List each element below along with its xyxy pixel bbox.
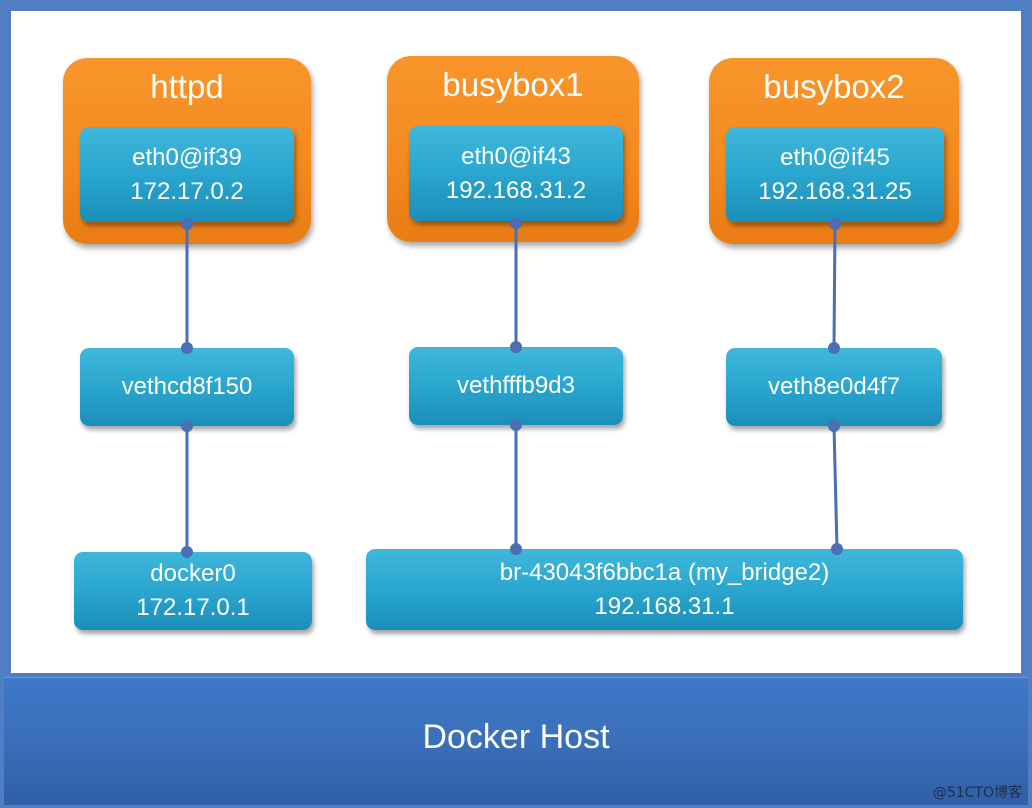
- interface-name: eth0@if45: [780, 143, 890, 171]
- bridge-my-bridge2: br-43043f6bbc1a (my_bridge2) 192.168.31.…: [366, 549, 963, 630]
- watermark: @51CTO博客: [932, 785, 1022, 801]
- container-title: busybox2: [763, 68, 905, 105]
- bridge-ip: 192.168.31.1: [594, 592, 735, 620]
- interface-name: eth0@if43: [461, 142, 571, 170]
- container-title: httpd: [150, 68, 224, 105]
- veth-busybox1: vethfffb9d3: [409, 347, 623, 425]
- interface-busybox2-eth0: eth0@if45 192.168.31.25: [726, 127, 944, 222]
- container-title: busybox1: [442, 66, 584, 103]
- interface-name: eth0@if39: [132, 143, 242, 171]
- interface-busybox1-eth0: eth0@if43 192.168.31.2: [409, 126, 623, 221]
- interface-ip: 192.168.31.2: [445, 176, 587, 204]
- veth-label: vethcd8f150: [121, 373, 253, 400]
- interface-ip: 172.17.0.2: [130, 177, 244, 205]
- bridge-ip: 172.17.0.1: [136, 594, 250, 621]
- docker-host-label: Docker Host: [422, 718, 610, 756]
- interface-ip: 192.168.31.25: [758, 177, 912, 205]
- bridge-name: br-43043f6bbc1a (my_bridge2): [499, 558, 830, 586]
- interface-httpd-eth0: eth0@if39 172.17.0.2: [80, 127, 294, 222]
- veth-label: veth8e0d4f7: [767, 373, 901, 400]
- bridge-name: docker0: [150, 560, 236, 587]
- veth-httpd: vethcd8f150: [80, 348, 294, 426]
- bridge-docker0: docker0 172.17.0.1: [74, 552, 312, 630]
- veth-busybox2: veth8e0d4f7: [726, 348, 942, 426]
- veth-label: vethfffb9d3: [457, 372, 575, 399]
- docker-host-bar: Docker Host: [4, 677, 1028, 805]
